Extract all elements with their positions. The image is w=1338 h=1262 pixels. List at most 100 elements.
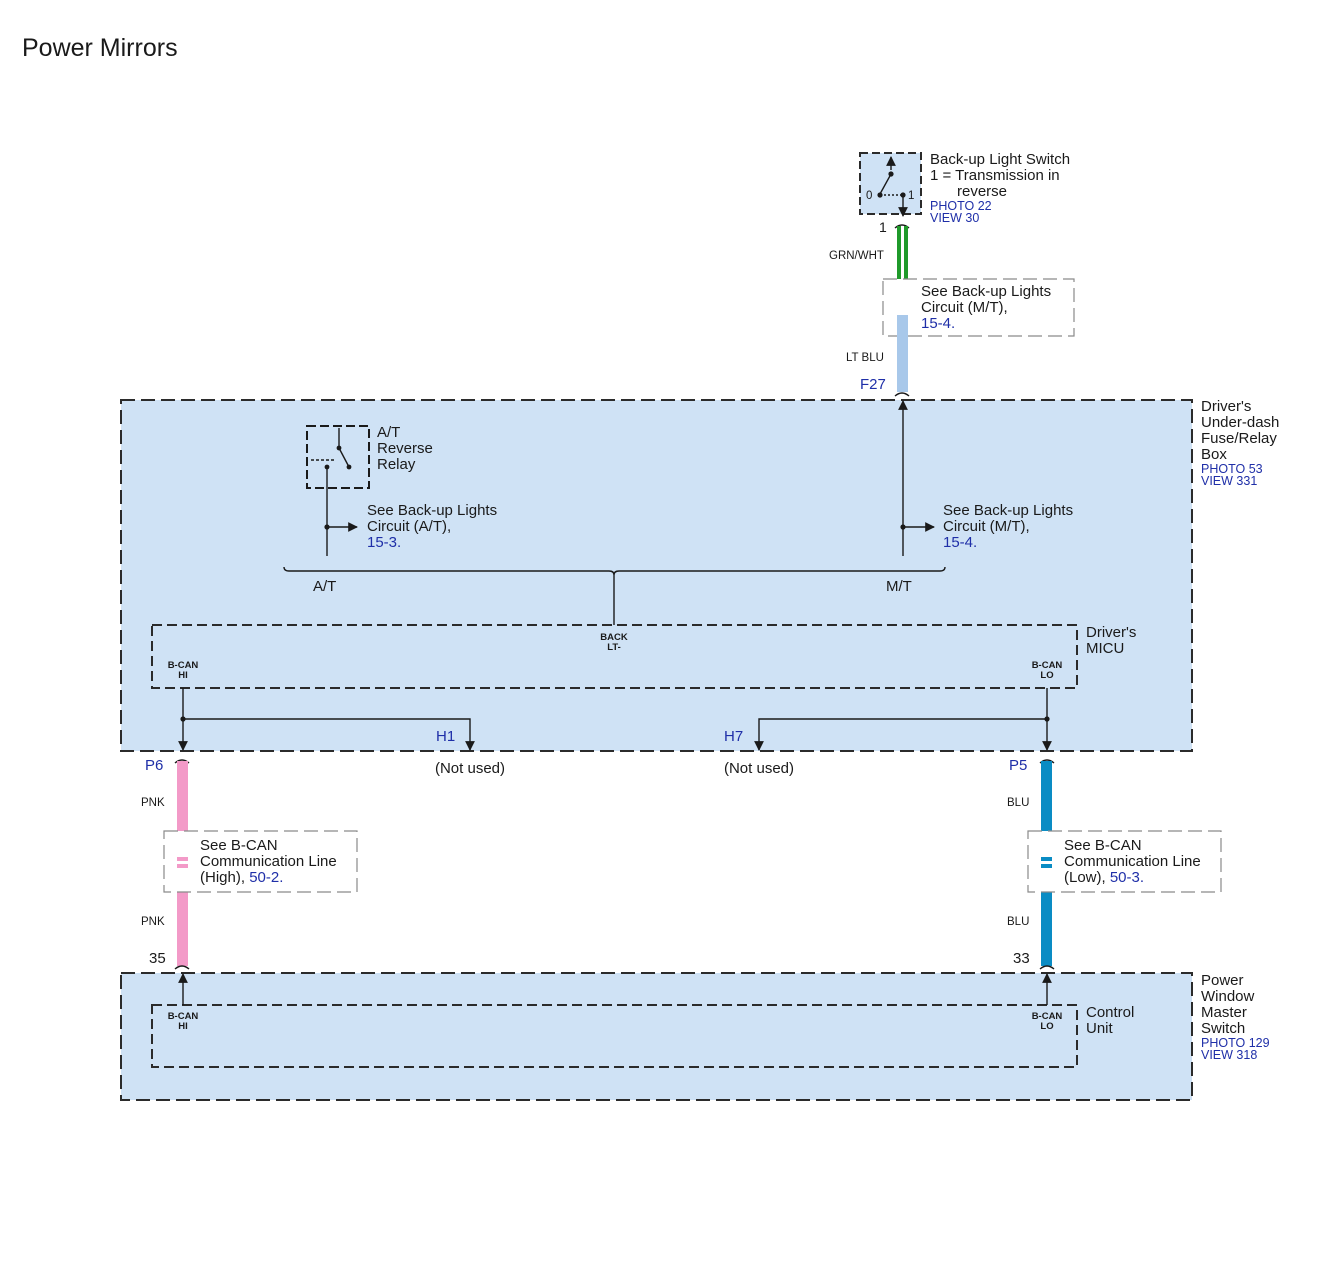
power-window-master-switch-box [120,972,1193,1101]
h1-not-used: (Not used) [435,760,505,777]
note-at-line1: See Back-up Lights [367,502,497,519]
connector-cap-f27 [894,392,910,397]
h7-not-used: (Not used) [724,760,794,777]
cu-bcan-hi-1: B-CAN [168,1011,199,1022]
cu-bcan-hi-2: HI [178,1021,188,1032]
backup-switch-name: Back-up Light Switch [930,151,1070,168]
fuse-box-line3: Fuse/Relay [1201,430,1277,447]
connector-cap-35 [174,965,190,970]
pwms-line2: Window [1201,988,1255,1005]
mt-branch-node [900,524,906,530]
note-high-frame [163,830,358,893]
note-mt-top-link[interactable]: 15-4. [921,315,955,332]
note-high-link[interactable]: 50-2. [249,869,283,886]
wire-blu-bottom-label: BLU [1007,916,1029,928]
switch-pivot [888,171,894,177]
control-unit-box [151,1004,1078,1068]
note-low-link[interactable]: 50-3. [1110,869,1144,886]
brace-mt-label: M/T [886,578,912,595]
note-low-line1: See B-CAN [1064,837,1142,854]
pwms-view-link[interactable]: VIEW 318 [1201,1048,1257,1062]
wire-pnk-top-label: PNK [141,797,165,809]
note-at-link[interactable]: 15-3. [367,534,401,551]
micu-label-1: Driver's [1086,624,1136,641]
control-unit-label-1: Control [1086,1004,1134,1021]
note-high-line2: Communication Line [200,853,337,870]
relay-blade [338,447,350,468]
micu-back-lt-1: BACK [600,632,628,643]
note-mt-top-gap [895,299,910,313]
fuse-box-line2: Under-dash [1201,414,1279,431]
note-mt-link[interactable]: 15-4. [943,534,977,551]
h1-branch [183,718,475,751]
micu-bcan-hi-2: HI [178,670,188,681]
switch-pos-1-label: 1 [908,190,914,202]
micu-back-lt-2: LT- [607,642,621,653]
note-low-frame [1027,830,1222,893]
relay-label-1: A/T [377,424,400,441]
switch-blade [879,173,892,195]
micu-bcan-hi-1: B-CAN [168,660,199,671]
note-low-wire-stub-1 [1041,857,1052,861]
at-reverse-relay: A/T Reverse Relay [306,424,433,556]
backup-switch-terminal: 1 [879,219,887,235]
wire-lt-blu [897,315,908,392]
backup-switch-photo-link[interactable]: PHOTO 22 [930,199,992,213]
wire-blu-top-label: BLU [1007,797,1029,809]
connector-f27[interactable]: F27 [860,376,886,393]
micu-bcan-lo-2: LO [1040,670,1053,681]
fuse-box-line1: Driver's [1201,398,1251,415]
fuse-box-photo-link[interactable]: PHOTO 53 [1201,462,1263,476]
micu-label-2: MICU [1086,640,1124,657]
pwms-label: Power Window Master Switch PHOTO 129 VIE… [1201,972,1270,1062]
h7-branch [754,718,1047,751]
relay-label-2: Reverse [377,440,433,457]
pin-33: 33 [1013,950,1030,967]
connector-h7[interactable]: H7 [724,728,743,745]
pwms-photo-link[interactable]: PHOTO 129 [1201,1036,1270,1050]
note-mt-top-frame [882,278,1075,337]
backup-switch-view-link[interactable]: VIEW 30 [930,211,979,225]
note-high-line1: See B-CAN [200,837,278,854]
page-title: Power Mirrors [22,34,178,62]
connector-p6[interactable]: P6 [145,757,163,774]
pwms-line1: Power [1201,972,1244,989]
note-high-line3: (High), 50-2. [200,869,283,886]
note-high-wire-stub-2 [177,864,188,868]
switch-pos-0-label: 0 [866,190,872,202]
note-mt-top-line2: Circuit (M/T), [921,299,1008,316]
connector-h1[interactable]: H1 [436,728,455,745]
note-mt-top-line1: See Back-up Lights [921,283,1051,300]
wire-grn-wht-stripe [901,226,904,300]
note-mt-line2: Circuit (M/T), [943,518,1030,535]
fuse-box-line4: Box [1201,446,1227,463]
note-low-wire-stub-2 [1041,864,1052,868]
note-low-line2: Communication Line [1064,853,1201,870]
backup-light-switch: 0 1 Back-up Light Switch 1 = Transmissio… [859,151,1070,235]
pwms-line3: Master [1201,1004,1247,1021]
fuse-box-label: Driver's Under-dash Fuse/Relay Box PHOTO… [1201,398,1279,488]
wire-pnk-bottom-label: PNK [141,916,165,928]
fuse-box-view-link[interactable]: VIEW 331 [1201,474,1257,488]
relay-label-3: Relay [377,456,416,473]
control-unit-label-2: Unit [1086,1020,1114,1037]
wire-lt-blu-label: LT BLU [846,352,884,364]
note-high-wire-stub-1 [177,857,188,861]
micu-bcan-lo-1: B-CAN [1032,660,1063,671]
note-mt-line1: See Back-up Lights [943,502,1073,519]
backup-switch-note-1: 1 = Transmission in [930,167,1060,184]
note-low-line3: (Low), 50-3. [1064,869,1144,886]
brace-at-label: A/T [313,578,336,595]
micu-box [151,624,1078,689]
cu-bcan-lo-2: LO [1040,1021,1053,1032]
connector-p5[interactable]: P5 [1009,757,1027,774]
note-at-line2: Circuit (A/T), [367,518,451,535]
backup-switch-note-2: reverse [957,183,1007,200]
cu-bcan-lo-1: B-CAN [1032,1011,1063,1022]
pin-35: 35 [149,950,166,967]
wire-grn-wht-label: GRN/WHT [829,250,884,262]
relay-node-right [346,464,352,470]
fuse-relay-box [120,399,1193,752]
relay-frame [306,425,370,489]
